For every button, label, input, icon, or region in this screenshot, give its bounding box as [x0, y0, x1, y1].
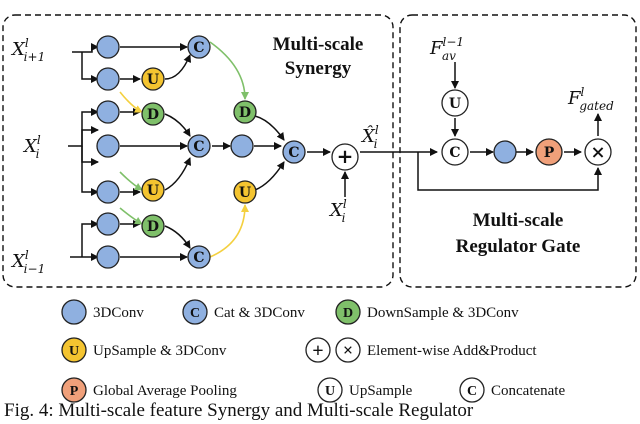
svg-text:U: U — [69, 344, 79, 359]
legend-cat-conv-swatch — [182, 299, 208, 325]
gate-title-line2: Regulator Gate — [456, 236, 581, 257]
svg-text:×: × — [590, 142, 605, 163]
upsample-conv-node — [233, 180, 257, 204]
svg-text:+: + — [337, 144, 354, 168]
svg-text:D: D — [239, 105, 251, 121]
upsample-conv-node — [141, 178, 165, 202]
conv-node — [96, 180, 120, 204]
figure-caption: Fig. 4: Multi-scale feature Synergy and … — [4, 400, 474, 421]
svg-text:U: U — [449, 96, 461, 112]
conv-node — [96, 67, 120, 91]
concat-node — [441, 138, 469, 166]
legend-upsample-swatch — [317, 377, 343, 403]
legend-add-swatch — [305, 337, 331, 363]
synergy-title-line1: Multi-scale — [273, 34, 364, 55]
svg-text:U: U — [239, 185, 251, 201]
pool-node — [535, 138, 563, 166]
synergy-title-line2: Synergy — [285, 58, 352, 79]
conv-node — [96, 134, 120, 158]
scale-transfer-edges — [119, 41, 249, 258]
cat-conv-node — [187, 134, 211, 158]
gate-title-line1: Multi-scale — [473, 210, 564, 231]
svg-text:P: P — [70, 384, 79, 399]
synergy-panel — [2, 14, 394, 288]
upsample-node — [441, 89, 469, 117]
synergy-edges — [68, 43, 602, 261]
cat-conv-node — [282, 140, 306, 164]
svg-text:U: U — [325, 384, 335, 399]
conv-node — [96, 35, 120, 59]
svg-text:C: C — [193, 40, 204, 56]
legend-concat-label: Concatenate — [491, 383, 565, 399]
node-letters: U D U D D U C C C C + U C P × — [147, 40, 606, 266]
conv-node — [230, 134, 254, 158]
svg-text:C: C — [449, 145, 460, 161]
legend-pool-swatch — [61, 377, 87, 403]
legend-conv-swatch — [61, 299, 87, 325]
legend-letters: C D U + × P U C — [69, 306, 477, 399]
upsample-conv-node — [141, 67, 165, 91]
cat-conv-node — [187, 35, 211, 59]
svg-text:C: C — [190, 306, 200, 321]
svg-text:C: C — [288, 145, 299, 161]
cat-conv-node — [187, 245, 211, 269]
legend — [61, 299, 485, 403]
legend-upsample-label: UpSample — [349, 383, 413, 399]
svg-text:C: C — [193, 139, 204, 155]
svg-text:D: D — [343, 306, 353, 321]
svg-text:+: + — [312, 340, 323, 362]
legend-elementwise-label: Element-wise Add&Product — [367, 343, 537, 359]
legend-down-conv-swatch — [335, 299, 361, 325]
conv-node — [96, 100, 120, 124]
svg-text:D: D — [147, 107, 159, 123]
legend-concat-swatch — [459, 377, 485, 403]
legend-gap-label: Global Average Pooling — [93, 383, 237, 399]
svg-text:P: P — [544, 145, 555, 161]
svg-text:U: U — [147, 183, 159, 199]
legend-conv-label: 3DConv — [93, 305, 144, 321]
downsample-conv-node — [141, 102, 165, 126]
legend-down-conv-label: DownSample & 3DConv — [367, 305, 519, 321]
svg-text:D: D — [147, 219, 159, 235]
conv-node — [96, 245, 120, 269]
svg-text:×: × — [343, 340, 353, 360]
multiply-node — [584, 138, 612, 166]
svg-text:C: C — [193, 250, 204, 266]
svg-text:U: U — [147, 72, 159, 88]
legend-up-conv-label: UpSample & 3DConv — [93, 343, 227, 359]
regulator-gate-panel — [399, 14, 637, 288]
downsample-conv-node — [233, 100, 257, 124]
legend-labels: 3DConv Cat & 3DConv DownSample & 3DConv … — [93, 305, 565, 399]
legend-cat-conv-label: Cat & 3DConv — [214, 305, 305, 321]
legend-mul-swatch — [335, 337, 361, 363]
legend-up-conv-swatch — [61, 337, 87, 363]
svg-text:C: C — [467, 384, 477, 399]
downsample-conv-node — [141, 214, 165, 238]
conv-node — [96, 212, 120, 236]
add-node — [331, 143, 359, 171]
synergy-nodes — [96, 35, 612, 269]
conv-node — [493, 140, 517, 164]
